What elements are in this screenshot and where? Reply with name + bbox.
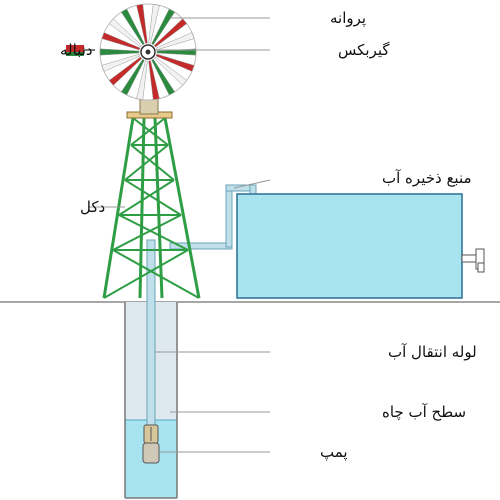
rotor-blade bbox=[155, 53, 195, 72]
label-pipe: لوله انتقال آب bbox=[388, 343, 477, 361]
rotor-blade bbox=[153, 18, 188, 48]
rotor-blade bbox=[155, 32, 195, 51]
rotor-blade bbox=[120, 58, 145, 96]
rotor-blade bbox=[148, 3, 160, 44]
labels: پروانه گیربکس دنباله دکل منبع ذخیره آب ل… bbox=[60, 9, 477, 462]
rotor-blade bbox=[151, 8, 176, 46]
label-water-level: سطح آب چاه bbox=[382, 403, 466, 421]
gearbox-hub bbox=[140, 44, 156, 60]
rotor-blade bbox=[101, 53, 141, 72]
rotor-blade bbox=[148, 60, 160, 101]
rotor-blade bbox=[120, 8, 145, 46]
pump bbox=[142, 424, 160, 464]
rotor-blade bbox=[136, 60, 148, 101]
rotor-blade bbox=[99, 48, 140, 56]
label-gearbox: گیربکس bbox=[338, 41, 390, 59]
rotor-blade bbox=[136, 3, 148, 44]
label-storage-tank: منبع ذخیره آب bbox=[382, 169, 472, 187]
label-tail: دنباله bbox=[60, 41, 93, 59]
storage-tank bbox=[236, 193, 485, 299]
label-pump: پمپ bbox=[320, 443, 348, 462]
tail-vane bbox=[66, 45, 95, 56]
rotor-blade bbox=[153, 56, 188, 86]
tank-feed-pipe bbox=[169, 184, 257, 250]
tower bbox=[102, 117, 201, 299]
rotor-blade bbox=[108, 56, 143, 86]
label-blades: پروانه bbox=[330, 9, 366, 28]
label-tower: دکل bbox=[80, 198, 105, 216]
leader-lines bbox=[88, 17, 271, 453]
rotor-blade bbox=[151, 58, 176, 96]
rotor-blade bbox=[108, 18, 143, 48]
transfer-pipe bbox=[146, 239, 156, 426]
rotor-blade bbox=[101, 32, 141, 51]
